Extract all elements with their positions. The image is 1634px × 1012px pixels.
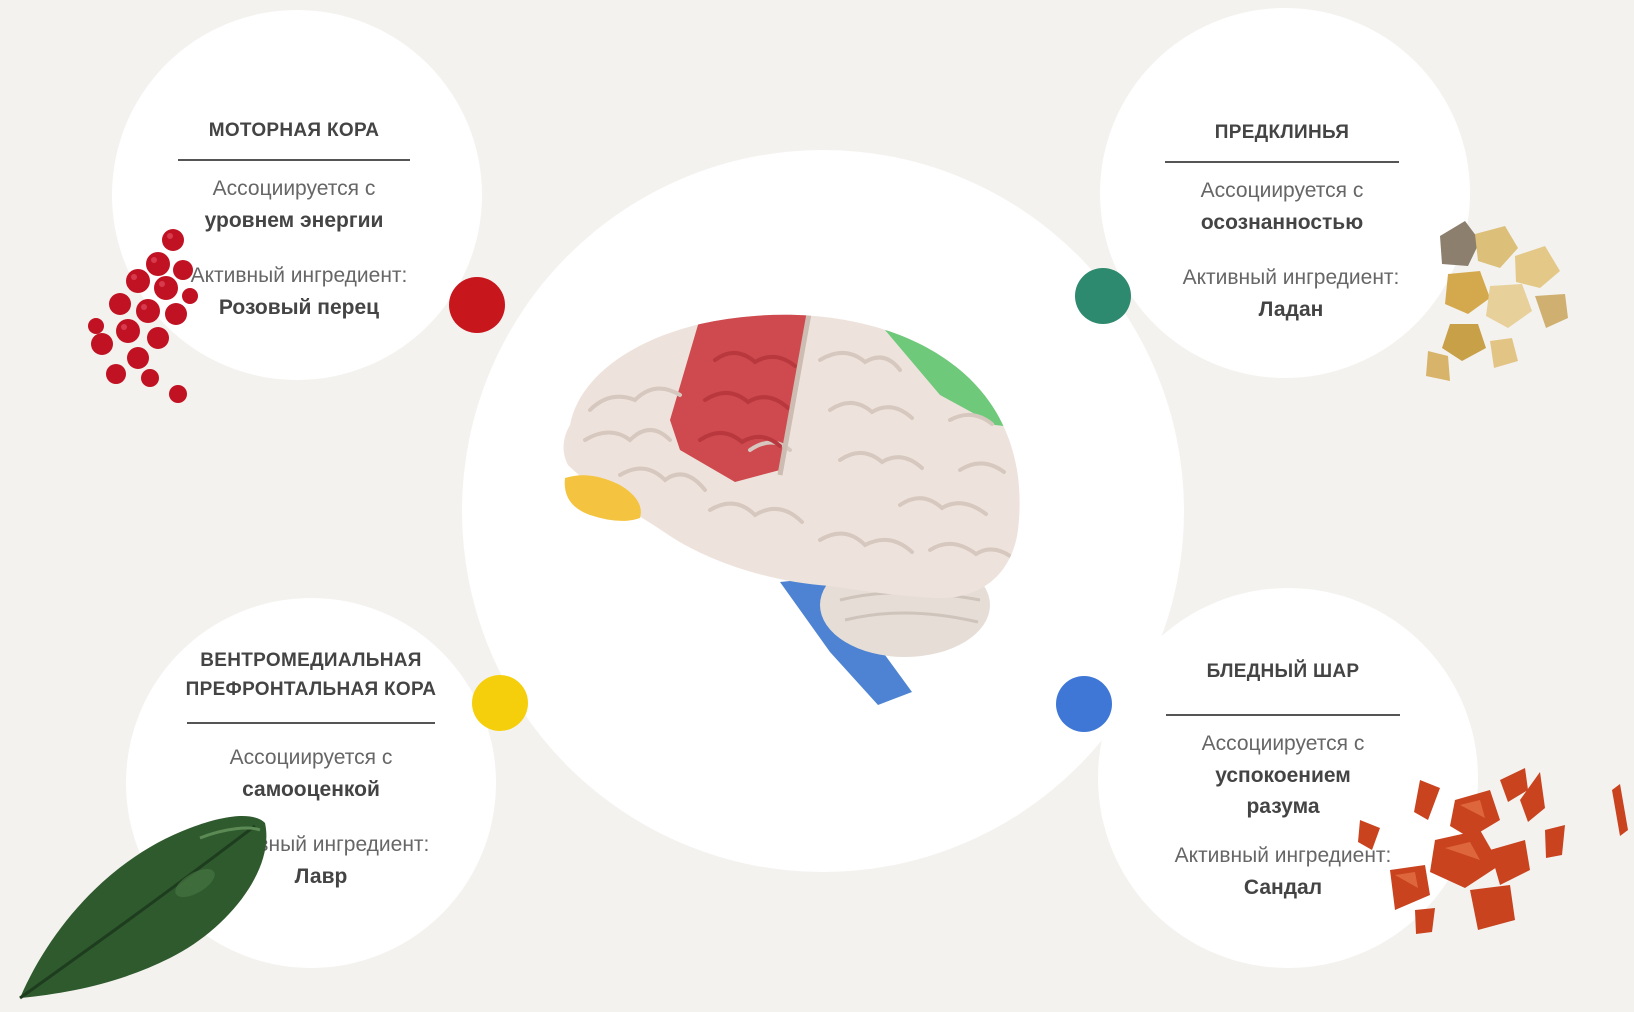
precuneus-assoc-label: Ассоциируется с <box>1200 179 1364 202</box>
vmpfc-ingredient-value: Лавр <box>294 865 348 888</box>
globus-pallidus-dot <box>1056 676 1112 732</box>
globus-pallidus-ingredient-value: Сандал <box>1243 876 1323 899</box>
precuneus-assoc-value: осознанностью <box>1200 211 1364 234</box>
precuneus-dot <box>1075 268 1131 324</box>
vmpfc-title-line2: ПРЕФРОНТАЛЬНАЯ КОРА <box>185 679 437 700</box>
precuneus-card: ПРЕДКЛИНЬЯ Ассоциируется с осознанностью… <box>1158 118 1406 326</box>
globus-pallidus-circle <box>1098 588 1478 968</box>
vmpfc-dot <box>472 675 528 731</box>
motor-cortex-ingredient-value: Розовый перец <box>218 296 380 319</box>
vmpfc-card: ВЕНТРОМЕДИАЛЬНАЯ ПРЕФРОНТАЛЬНАЯ КОРА Асс… <box>170 646 452 893</box>
motor-cortex-assoc-label: Ассоциируется с <box>212 177 376 200</box>
vmpfc-assoc-label: Ассоциируется с <box>229 746 393 769</box>
vmpfc-divider <box>187 722 435 724</box>
vmpfc-ingredient-label: Активный ингредиент: <box>212 833 430 856</box>
globus-pallidus-assoc-value-line2: разума <box>1246 795 1320 818</box>
globus-pallidus-card: БЛЕДНЫЙ ШАР Ассоциируется с успокоением … <box>1158 657 1408 904</box>
vmpfc-title-line1: ВЕНТРОМЕДИАЛЬНАЯ <box>200 650 422 671</box>
globus-pallidus-assoc-label: Ассоциируется с <box>1201 732 1365 755</box>
motor-cortex-assoc-value: уровнем энергии <box>204 209 384 232</box>
precuneus-divider <box>1165 161 1399 163</box>
motor-cortex-dot <box>449 277 505 333</box>
precuneus-ingredient-value: Ладан <box>1258 298 1324 321</box>
motor-cortex-ingredient-label: Активный ингредиент: <box>190 264 408 287</box>
precuneus-circle <box>1100 8 1470 378</box>
precuneus-title: ПРЕДКЛИНЬЯ <box>1214 122 1350 143</box>
pink-pepper-icon <box>88 229 198 403</box>
frankincense-icon <box>1426 221 1568 381</box>
motor-cortex-card: МОТОРНАЯ КОРА Ассоциируется с уровнем эн… <box>170 116 418 324</box>
cerebrum-shape <box>563 314 1020 599</box>
globus-pallidus-assoc-value-line1: успокоением <box>1215 764 1351 787</box>
globus-pallidus-ingredient-label: Активный ингредиент: <box>1174 844 1392 867</box>
bay-leaf-icon <box>19 816 267 1000</box>
precuneus-ingredient-label: Активный ингредиент: <box>1182 266 1400 289</box>
brain-illustration <box>563 314 1020 705</box>
globus-pallidus-title: БЛЕДНЫЙ ШАР <box>1206 661 1360 682</box>
globus-pallidus-divider <box>1166 714 1400 716</box>
vmpfc-region <box>564 475 641 521</box>
vmpfc-assoc-value: самооценкой <box>242 778 380 801</box>
motor-cortex-divider <box>178 159 410 161</box>
sandalwood-icon <box>1358 768 1628 934</box>
motor-cortex-title: МОТОРНАЯ КОРА <box>208 120 380 141</box>
